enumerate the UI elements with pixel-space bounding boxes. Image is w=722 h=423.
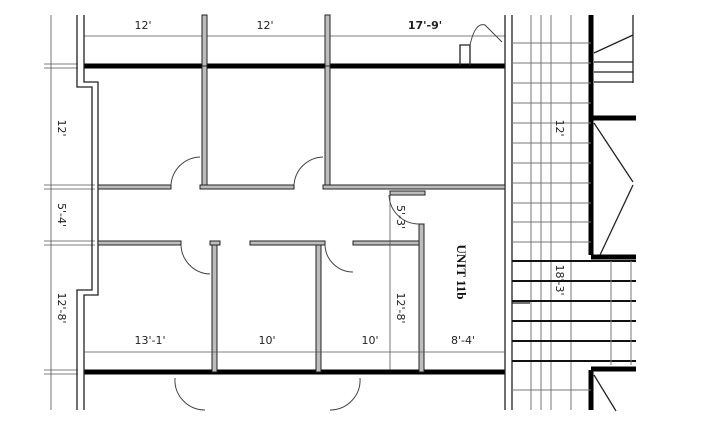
bottom-dim-room-4: 8'-4' xyxy=(451,334,475,347)
door-top-right xyxy=(469,24,503,46)
right-exterior xyxy=(512,15,636,412)
bottom-dim-room-2: 10' xyxy=(258,334,275,347)
bottom-dimension-chain: 13'-1' 10' 10' 8'-4' xyxy=(84,334,505,353)
left-dim-bottom-room: 12'-8' xyxy=(55,292,68,323)
door-exterior-1 xyxy=(174,377,206,411)
stair-dim-upper: 12' xyxy=(553,119,566,136)
door-office-1 xyxy=(170,156,201,186)
office-depth-dim: 12'-8' xyxy=(394,292,407,323)
interior-partitions xyxy=(97,44,506,373)
door-exterior-2 xyxy=(329,377,361,411)
stair-grid: 12' 18'-3' xyxy=(512,15,636,410)
stair-treads-upper xyxy=(512,42,591,243)
vestibule-depth-dim: 5'-3' xyxy=(394,205,407,229)
bottom-dim-room-3: 10' xyxy=(361,334,378,347)
top-dim-room-1: 12' xyxy=(134,19,151,32)
exterior-walls xyxy=(76,14,513,410)
door-office-4 xyxy=(324,244,354,273)
top-dim-room-3: 17'-9' xyxy=(408,19,442,32)
bottom-dim-room-1: 13'-1' xyxy=(134,334,165,347)
interior-dimensions: 5'-3' 12'-8' xyxy=(389,195,407,370)
stair-treads-lower xyxy=(512,260,636,391)
left-dim-top-room: 12' xyxy=(55,119,68,136)
unit-label: UNIT 11b xyxy=(454,244,469,299)
top-dimension-chain: 12' 12' 17'-9' xyxy=(84,19,505,37)
left-dim-corridor: 5'-4' xyxy=(55,203,68,227)
top-dim-room-2: 12' xyxy=(256,19,273,32)
door-office-2 xyxy=(293,156,324,186)
door-office-3 xyxy=(180,244,211,275)
left-dimension-chain: 12' 5'-4' 12'-8' xyxy=(44,15,95,410)
stair-dim-lower: 18'-3' xyxy=(553,264,566,295)
